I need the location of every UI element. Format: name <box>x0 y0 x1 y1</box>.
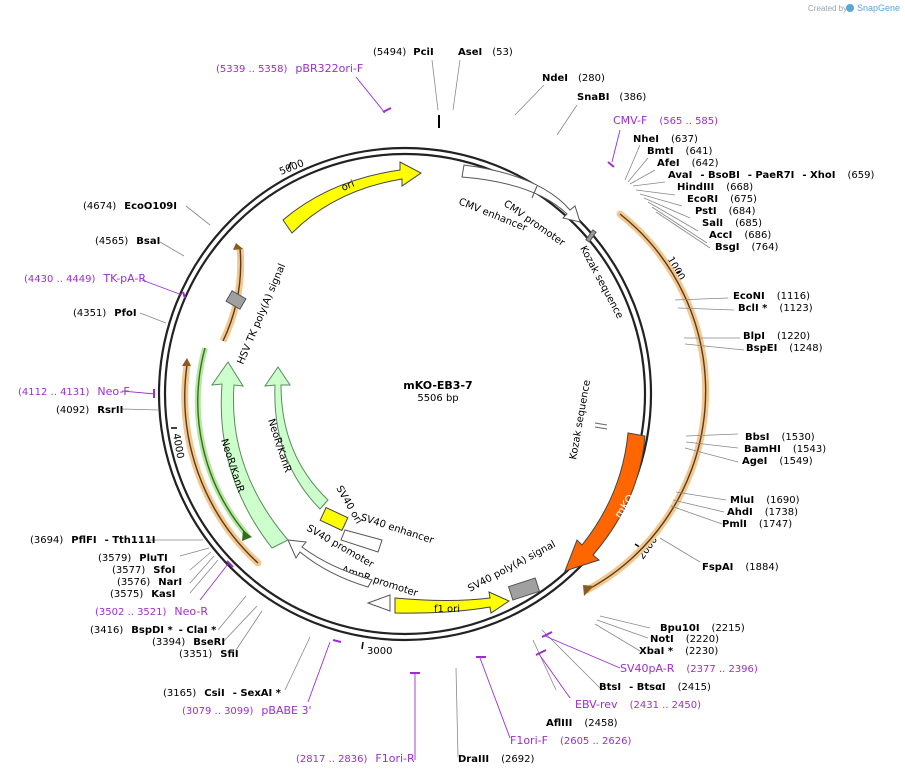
primer[interactable]: (3502 .. 3521)Neo-R <box>95 605 208 618</box>
feature-ampr-promoter[interactable] <box>366 594 391 612</box>
snapgene-credit[interactable]: Created by SnapGene <box>808 3 900 13</box>
restriction-sites: (5494)PciI AseI(53) NdeI(280) SnaBI(386)… <box>30 47 874 765</box>
credit-snapgene: SnapGene <box>857 3 900 13</box>
site[interactable]: (3351)SfiI <box>179 649 239 660</box>
feature-neor-kanr-inner[interactable] <box>263 366 329 510</box>
plasmid-length: 5506 bp <box>417 393 458 404</box>
feature-sv40-polya[interactable] <box>507 577 541 601</box>
site[interactable]: SalI(685) <box>702 218 762 229</box>
primer[interactable]: F1ori-F(2605 .. 2626) <box>510 734 631 747</box>
site[interactable]: AfeI(642) <box>657 158 719 169</box>
primer-leaders <box>121 76 621 760</box>
site[interactable]: AflIII(2458) <box>546 718 618 729</box>
primer[interactable]: (4430 .. 4449)TK-pA-R <box>24 272 146 285</box>
feature-neor-kanr-outer[interactable] <box>210 361 289 549</box>
site[interactable]: (3576)NarI <box>117 577 182 588</box>
site[interactable]: (3575)KasI <box>110 589 175 600</box>
feature-cmv[interactable] <box>461 164 581 223</box>
site[interactable]: (3577)SfoI <box>112 565 175 576</box>
backbone <box>157 115 653 642</box>
site-leaders <box>121 59 745 758</box>
plasmid-name: mKO-EB3-7 <box>403 379 472 392</box>
site[interactable]: BmtI(641) <box>647 146 713 157</box>
snapgene-logo-icon <box>846 4 854 12</box>
feature-label: f1 ori <box>434 604 460 615</box>
site[interactable]: (3694)PflFI- Tth111I <box>30 535 156 546</box>
credit-created-by: Created by <box>808 4 847 13</box>
site[interactable]: BlpI(1220) <box>743 331 810 342</box>
site[interactable]: NotI(2220) <box>650 634 719 645</box>
site[interactable]: FspAI(1884) <box>702 562 779 573</box>
site[interactable]: MluI(1690) <box>730 495 800 506</box>
site[interactable]: (4565)BsaI <box>95 236 160 247</box>
site[interactable]: AseI(53) <box>458 47 513 58</box>
site[interactable]: BsgI(764) <box>715 242 778 253</box>
site[interactable]: BamHI(1543) <box>744 444 826 455</box>
feature-hsv-tk-polya[interactable] <box>225 290 247 310</box>
site[interactable]: AhdI(1738) <box>727 507 798 518</box>
feature-sv40-enhancer[interactable] <box>340 529 383 553</box>
feature-kozak[interactable] <box>585 229 597 243</box>
site[interactable]: AgeI(1549) <box>742 456 813 467</box>
site[interactable]: (3579)PluTI <box>98 553 168 564</box>
site[interactable]: AccI(686) <box>709 230 771 241</box>
feature-label: ori <box>340 179 356 194</box>
site[interactable]: BclI *(1123) <box>738 303 813 314</box>
site[interactable]: HindIII(668) <box>677 182 753 193</box>
primer[interactable]: (2817 .. 2836)F1ori-R <box>296 752 415 765</box>
feature-sv40-ori[interactable] <box>319 506 349 532</box>
primer-tracks <box>181 210 710 596</box>
primer[interactable]: (3079 .. 3099)pBABE 3' <box>182 704 312 717</box>
primer[interactable]: EBV-rev(2431 .. 2450) <box>575 698 701 711</box>
feature-label: Kozak sequence <box>568 379 593 460</box>
site[interactable]: XbaI *(2230) <box>639 646 718 657</box>
site[interactable]: AvaI- BsoBI- PaeR7I- XhoI(659) <box>668 170 874 181</box>
primer[interactable]: (5339 .. 5358)pBR322ori-F <box>216 62 363 75</box>
site[interactable]: PmlI(1747) <box>722 519 792 530</box>
site[interactable]: NdeI(280) <box>542 73 605 84</box>
primers: (5339 .. 5358)pBR322ori-F CMV-F(565 .. 5… <box>18 62 758 765</box>
feature-f1-ori[interactable] <box>394 591 511 614</box>
site[interactable]: EcoRI(675) <box>687 194 757 205</box>
site[interactable]: (4092)RsrII <box>56 405 123 416</box>
site[interactable]: PstI(684) <box>695 206 756 217</box>
site[interactable]: (5494)PciI <box>373 47 434 58</box>
site[interactable]: SnaBI(386) <box>577 92 646 103</box>
tick-label: 4000 <box>170 433 185 460</box>
site[interactable]: BspEI(1248) <box>746 343 823 354</box>
primer[interactable]: (4112 .. 4131)Neo-F <box>18 385 130 398</box>
site[interactable]: (4674)EcoO109I <box>83 201 177 212</box>
feature-ori[interactable] <box>282 161 422 234</box>
site[interactable]: (4351)PfoI <box>73 308 137 319</box>
feature-sv40-promoter[interactable] <box>287 539 373 588</box>
site[interactable]: EcoNI(1116) <box>733 291 810 302</box>
site[interactable]: NheI(637) <box>633 134 698 145</box>
site[interactable]: (3394)BseRI <box>152 637 225 648</box>
site[interactable]: Bpu10I(2215) <box>660 623 745 634</box>
site[interactable]: BtsI- BtsαI(2415) <box>599 682 711 693</box>
primer[interactable]: SV40pA-R(2377 .. 2396) <box>620 662 758 675</box>
plasmid-title: mKO-EB3-7 5506 bp <box>403 379 472 404</box>
site[interactable]: BbsI(1530) <box>745 432 815 443</box>
feature-mko[interactable] <box>564 432 646 572</box>
site[interactable]: (3416)BspDI *- ClaI * <box>90 625 217 636</box>
tick-label: 3000 <box>367 646 392 657</box>
site[interactable]: (3165)CsiI- SexAI * <box>163 688 282 699</box>
site[interactable]: DraIII(2692) <box>458 754 535 765</box>
primer[interactable]: CMV-F(565 .. 585) <box>613 114 718 127</box>
